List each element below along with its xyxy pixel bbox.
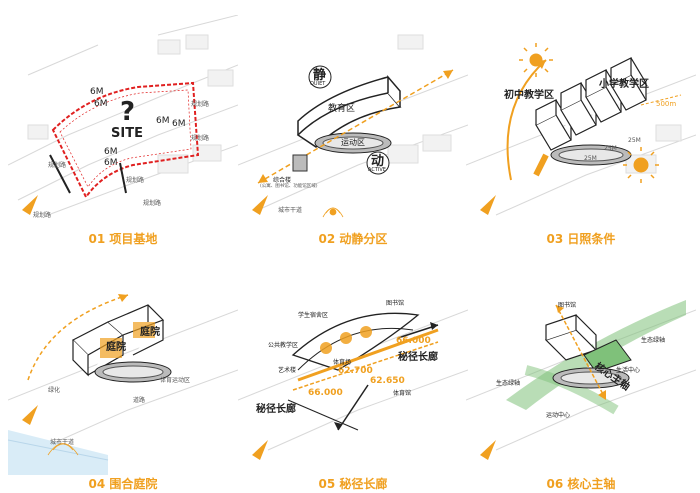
axis-illustration [466, 300, 696, 460]
art-building-label: 艺术楼 [278, 367, 297, 374]
north-arrow-icon [22, 405, 38, 425]
library-label: 图书馆 [386, 300, 405, 307]
quiet-label: QUIET [310, 81, 326, 87]
road-label: 道路 [133, 397, 146, 404]
active-label: ACTIVE [368, 167, 386, 173]
panel-04-courtyard: 庭院 庭院 体育运动区 城市干道 道路 绿化 04 围合庭院 [8, 260, 238, 491]
road-label: 规划路 [143, 200, 162, 207]
north-arrow-icon [480, 440, 496, 460]
panel-caption: 06 核心主轴 [546, 477, 616, 491]
sport-center-label: 运动中心 [546, 412, 571, 419]
road-label: 规划路 [126, 177, 145, 184]
quiet-char: 静 [313, 68, 327, 83]
spacing-label: 25M [604, 145, 617, 152]
road-label: 规划路 [191, 101, 210, 108]
site-boundary [51, 81, 200, 199]
courtyard-label: 庭院 [106, 342, 126, 353]
eco-axis-label: 生态绿轴 [496, 380, 521, 387]
panel-caption: 04 围合庭院 [88, 477, 158, 491]
eco-axis-label: 生态绿轴 [641, 337, 666, 344]
panel-05-corridor: 学生宿舍区 图书馆 公共教学区 艺术楼 66.000 62.700 66.000… [238, 260, 468, 491]
sport-zone-label: 体育运动区 [160, 377, 191, 384]
setback-label: 6M [90, 87, 104, 97]
life-center-label: 生活中心 [616, 367, 641, 374]
distance-label: 500m [656, 100, 677, 108]
panel-03-sunlight: 初中教学区 小学教学区 500m 25M 25M 25M 03 日照条件 [466, 15, 696, 246]
road-label: 规划路 [48, 162, 67, 169]
library-label: 图书馆 [558, 302, 577, 309]
elevation-label: 66.000 [396, 336, 431, 346]
panel-caption: 05 秘径长廊 [318, 477, 388, 491]
gym-label: 体育馆 [393, 390, 412, 397]
site-map-illustration [8, 15, 238, 216]
noise-wave-icon [322, 207, 344, 218]
sun-icon [623, 147, 659, 183]
corridor-label: 秘径长廊 [256, 404, 296, 415]
spacing-label: 25M [584, 155, 597, 162]
setback-label: 6M [94, 99, 108, 109]
sun-icon [519, 43, 553, 77]
north-arrow-icon [252, 195, 268, 215]
panel-caption: 02 动静分区 [318, 232, 388, 246]
site-label: SITE [111, 126, 143, 141]
stadium-label: 体育场 [333, 359, 352, 366]
public-teaching-label: 公共教学区 [268, 342, 299, 349]
elevation-label: 62.700 [338, 366, 373, 376]
noise-wave-icon [47, 443, 79, 456]
panel-02-zoning: 静 QUIET 动 ACTIVE 教育区 运动区 综合楼 (公寓、图书馆、功能馆… [238, 15, 468, 246]
zoning-illustration [238, 34, 468, 218]
dorm-label: 学生宿舍区 [298, 312, 329, 319]
road-label: 规划路 [33, 212, 52, 219]
road-label: 城市干道 [278, 207, 303, 214]
setback-label: 6M [104, 158, 118, 168]
education-zone-label: 教育区 [328, 104, 356, 114]
courtyard-label: 庭院 [140, 327, 160, 338]
road-label: 城市干道 [50, 439, 75, 446]
elevation-label: 66.000 [308, 388, 343, 398]
panel-caption: 01 项目基地 [88, 232, 158, 246]
primary-school-label: 小学教学区 [599, 79, 649, 90]
courtyard-illustration [8, 294, 238, 475]
active-char: 动 [371, 154, 385, 169]
complex-label: 综合楼 [273, 177, 292, 184]
unknown-question-mark: ? [120, 97, 136, 127]
north-arrow-icon [22, 195, 38, 215]
green-label: 绿化 [48, 387, 61, 394]
sport-zone-label: 运动区 [341, 138, 365, 147]
setback-label: 6M [156, 116, 170, 126]
corridor-label: 秘径长廊 [398, 352, 438, 363]
north-arrow-icon [480, 195, 496, 215]
setback-label: 6M [172, 119, 186, 129]
corridor-illustration [238, 309, 468, 460]
sunlight-illustration [466, 43, 696, 216]
middle-school-label: 初中教学区 [504, 90, 554, 101]
complex-sub-label: (公寓、图书馆、功能馆区域) [260, 184, 318, 189]
panel-01-site: ? SITE 6M 6M 6M 6M 6M 6M 规划路 规划路 规划路 规划路… [8, 15, 238, 246]
panel-06-axis: 图书馆 核心主轴 生活中心 生态绿轴 生态绿轴 运动中心 06 核心主轴 [466, 260, 696, 491]
road-label: 规划路 [191, 135, 210, 142]
panel-caption: 03 日照条件 [546, 232, 616, 246]
setback-label: 6M [104, 147, 118, 157]
north-arrow-icon [252, 440, 268, 460]
spacing-label: 25M [628, 137, 641, 144]
elevation-label: 62.650 [370, 376, 405, 386]
